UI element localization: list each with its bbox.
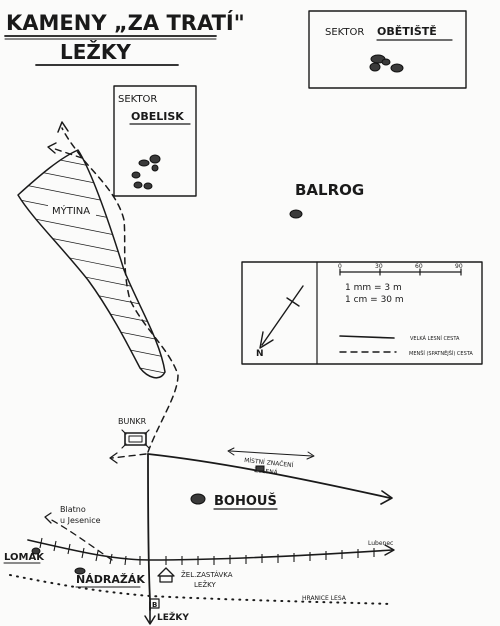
place-lomak: LOMÁK xyxy=(3,547,45,564)
station-body xyxy=(159,575,173,583)
title-line-1: KAMENY „ZA TRATÍ" xyxy=(6,10,245,35)
clearing-label-bg xyxy=(48,203,96,217)
forest-border-label: HRANICE LESA xyxy=(302,595,347,602)
roads xyxy=(144,453,393,625)
rock-obelisk-1 xyxy=(149,154,161,164)
place-bohous: BOHOUŠ xyxy=(190,493,278,510)
rock-obelisk-2 xyxy=(138,159,150,167)
sector-obetiste-prefix: SEKTOR xyxy=(325,27,364,38)
place-balrog: BALROG xyxy=(289,181,364,219)
station-roof xyxy=(157,567,175,577)
balrog-rock xyxy=(289,209,303,219)
sector-obetiste-box xyxy=(308,10,467,89)
sector-obetiste: SEKTOR OBĚTIŠTĚ xyxy=(308,10,467,89)
scale-tick-30: 30 xyxy=(375,263,383,270)
marking-text-2: ZELENÁ xyxy=(254,467,279,477)
station-label-1: ŽEL.ZASTÁVKA xyxy=(181,570,233,579)
arrow-east xyxy=(380,490,393,505)
rock-obetiste-4 xyxy=(390,63,404,73)
balrog-label: BALROG xyxy=(295,181,364,199)
marking-text-1: MÍSTNÍ ZNAČENÍ xyxy=(244,457,294,469)
scale-text-1: 1 mm = 3 m xyxy=(345,283,402,293)
bunkr-box xyxy=(124,432,147,446)
bus-stop-box xyxy=(149,598,160,609)
clearing-hatching xyxy=(18,150,165,378)
railway-arrow-east xyxy=(384,544,395,556)
title-block: KAMENY „ZA TRATÍ" LEŽKY xyxy=(4,10,245,66)
scale-tick-0: 0 xyxy=(338,263,342,270)
sector-obelisk: SEKTOR OBELISK xyxy=(113,85,197,197)
local-marking: MÍSTNÍ ZNAČENÍ ZELENÁ xyxy=(227,447,315,477)
bunkr-inner xyxy=(128,435,143,443)
rock-obetiste-3 xyxy=(381,58,391,66)
blatno-line-1: Blatno xyxy=(60,505,86,514)
marking-rock xyxy=(255,465,265,472)
north-arrow-head xyxy=(259,331,274,349)
nadrazak-label: NÁDRAŽÁK xyxy=(76,573,145,586)
dashed-path-north xyxy=(47,121,179,453)
clearing-outline xyxy=(17,149,166,379)
scale-text-2: 1 cm = 30 m xyxy=(345,295,404,305)
bus-stop: B xyxy=(149,598,160,609)
legend-solid-label: VELKÁ LESNÍ CESTA xyxy=(410,335,460,342)
arrow-west-head xyxy=(47,142,57,154)
road-north-south xyxy=(147,453,151,611)
rock-obetiste-2 xyxy=(369,62,381,72)
rock-obelisk-5 xyxy=(133,181,143,189)
rock-obelisk-4 xyxy=(131,171,141,179)
marking-arrow-line xyxy=(229,450,313,457)
legend-dashed-label: MENŠÍ (SPATNĚJŠÍ) CESTA xyxy=(409,349,473,357)
railway-ticks xyxy=(39,537,375,566)
bus-stop-label: B xyxy=(152,601,157,609)
dashed-to-bunkr-west xyxy=(111,453,147,459)
sector-obetiste-name: OBĚTIŠTĚ xyxy=(377,25,437,38)
sector-obelisk-prefix: SEKTOR xyxy=(118,94,157,105)
rock-obelisk-3 xyxy=(151,164,159,172)
lomak-rock xyxy=(31,547,41,555)
scale-tick-90: 90 xyxy=(455,263,463,270)
north-arrow-shaft xyxy=(261,285,304,346)
lezky-label: LEŽKY xyxy=(157,611,189,623)
bunkr: BUNKR xyxy=(109,417,150,464)
bohous-label: BOHOUŠ xyxy=(214,493,277,509)
place-blatno: Blatno u Jesenice xyxy=(44,505,113,561)
station-label-2: LEŽKY xyxy=(194,580,216,589)
nadrazak-rock xyxy=(74,567,86,575)
scale-tick-60: 60 xyxy=(415,263,423,270)
title-line-2: LEŽKY xyxy=(60,40,131,64)
railway: Lubenec xyxy=(27,537,395,566)
bunkr-label: BUNKR xyxy=(118,417,147,426)
blatno-line-2: u Jesenice xyxy=(60,516,101,525)
arrow-lezky xyxy=(144,615,156,625)
arrow-north-head xyxy=(57,121,69,133)
lubenec-label: Lubenec xyxy=(368,540,393,547)
north-label: N xyxy=(256,349,264,359)
dashed-to-blatno xyxy=(47,517,113,561)
legend-box xyxy=(241,261,483,365)
bohous-rock xyxy=(190,493,206,505)
rock-obelisk-6 xyxy=(143,182,153,190)
sector-obelisk-box xyxy=(113,85,197,197)
clearing-label: MÝTINA xyxy=(52,204,90,217)
dashed-path xyxy=(61,127,179,453)
railway-line xyxy=(27,539,393,561)
legend-solid-line xyxy=(339,335,395,339)
sector-obelisk-name: OBELISK xyxy=(131,110,184,123)
station: ŽEL.ZASTÁVKA LEŽKY xyxy=(157,567,233,589)
legend: N 0 30 60 90 1 mm = 3 m 1 cm = 30 m VELK… xyxy=(241,261,483,365)
clearing-mytina: MÝTINA xyxy=(17,149,166,379)
forest-border xyxy=(9,574,393,605)
place-nadrazak: NÁDRAŽÁK xyxy=(74,567,145,588)
dashed-branch-west xyxy=(51,147,83,159)
north-arrow-tick xyxy=(286,297,300,307)
